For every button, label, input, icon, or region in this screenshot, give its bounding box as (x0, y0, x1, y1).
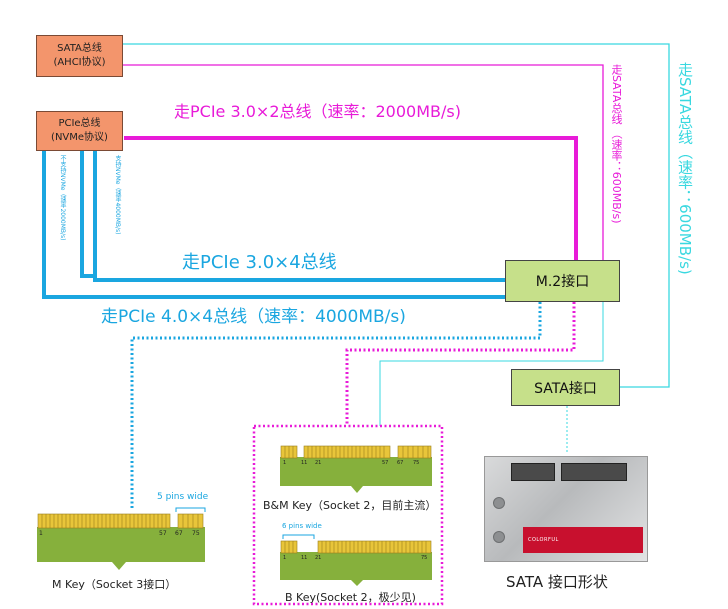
b-key-caption: B Key(Socket 2，极少见) (285, 591, 416, 604)
screw-hole (493, 531, 505, 543)
b-key-pin-75: 75 (421, 555, 428, 561)
sata-port-route-label: 走SATA总线（速率：600MB/s) (676, 62, 694, 275)
pcie3x4-label: 走PCIe 3.0×4总线 (182, 252, 337, 273)
bm-key-board (280, 445, 432, 493)
sata-port-label: SATA接口 (534, 380, 597, 397)
b-key-pin-21: 21 (315, 555, 322, 561)
bm-key-pin-21: 21 (315, 460, 322, 466)
bm-key-pin-1: 1 (283, 460, 287, 466)
sata-power-pins (561, 463, 627, 481)
no-nvme-label: 不支持NVMe（速率2000MB/s) (59, 155, 66, 241)
m-key-pin-57: 57 (159, 530, 167, 537)
bm-key-pin-67: 67 (397, 460, 404, 466)
bm-key-pin-57: 57 (382, 460, 389, 466)
sata-port-box: SATA接口 (511, 369, 620, 406)
sata-bus-box: SATA总线 (AHCI协议) (36, 35, 123, 77)
m-key-pin-67: 67 (175, 530, 183, 537)
m2-port-label: M.2接口 (535, 274, 590, 290)
sata-shape-caption: SATA 接口形状 (506, 573, 608, 591)
m-key-pin-1: 1 (39, 530, 43, 537)
pcie4x4-label: 走PCIe 4.0×4总线（速率：4000MB/s) (101, 307, 406, 327)
m-key-pins-note: 5 pins wide (157, 492, 209, 502)
bm-key-caption: B&M Key（Socket 2，目前主流） (263, 499, 437, 512)
sata-data-pins (511, 463, 555, 481)
sata-m2-route-label: 走SATA总线 （速率：600MB/s) (610, 64, 623, 224)
m-key-caption: M Key（Socket 3接口） (52, 578, 177, 591)
m-key-board (37, 507, 206, 570)
b-key-pin-1: 1 (283, 555, 287, 561)
screw-hole (493, 497, 505, 509)
bm-key-dotted-line (345, 302, 576, 426)
pcie-bus-box: PCIe总线 (NVMe协议) (36, 111, 123, 151)
b-key-pins-note: 6 pins wide (282, 522, 322, 530)
m-key-pin-75: 75 (192, 530, 200, 537)
sata-ssd-photo: COLORFUL (484, 456, 648, 562)
sata-bus-protocol: (AHCI协议) (53, 57, 106, 68)
nvme-label: 支持NVMe（速率4000MB/s) (114, 155, 121, 235)
ssd-brand-label: COLORFUL (523, 527, 643, 553)
bm-key-pin-11: 11 (301, 460, 308, 466)
pcie4x4-line (42, 150, 506, 299)
pcie3x2-line (124, 136, 578, 262)
b-key-pin-11: 11 (301, 555, 308, 561)
sata-line-to-m2 (122, 64, 604, 262)
sata-thin-to-bm (379, 300, 604, 426)
bm-key-pin-75: 75 (413, 460, 420, 466)
sata-line-to-sata-port (122, 43, 670, 388)
bm-key-frame (252, 424, 444, 606)
pcie-bus-protocol: (NVMe协议) (51, 132, 108, 143)
pcie3x2-label: 走PCIe 3.0×2总线（速率：2000MB/s) (174, 102, 461, 121)
m-key-dotted-line (130, 302, 542, 509)
sata-bus-label: SATA总线 (57, 43, 102, 54)
pcie-bus-label: PCIe总线 (58, 118, 101, 129)
m2-port-box: M.2接口 (505, 260, 620, 302)
b-key-board (280, 534, 432, 586)
